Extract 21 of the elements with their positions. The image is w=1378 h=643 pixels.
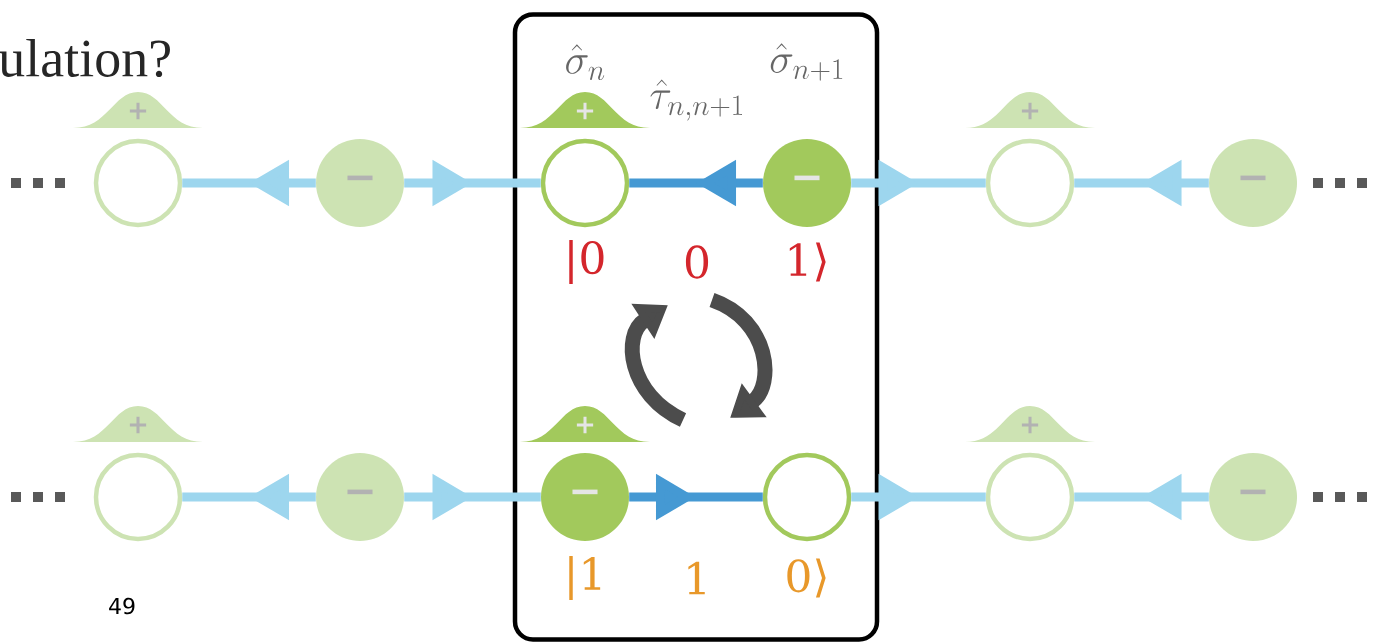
operator-label: $\hat{\sigma}_{n+1}$: [770, 43, 843, 81]
gaussian-bump: +: [73, 406, 203, 442]
gaussian-bump: +: [965, 92, 1095, 128]
empty-circle: [540, 138, 630, 228]
empty-circle: [762, 452, 852, 542]
ket-label: 1: [688, 561, 705, 595]
empty-circle: [93, 452, 183, 542]
empty-circle: [985, 138, 1075, 228]
gaussian-bump: +: [520, 406, 650, 442]
operator-label: $\hat{\tau}_{n,n+1}$: [650, 79, 742, 121]
gaussian-bump: +: [965, 406, 1095, 442]
empty-circle: [93, 138, 183, 228]
ket-label: 0: [685, 245, 709, 279]
ket-label: |0: [569, 240, 604, 284]
page-number: 49: [109, 597, 135, 615]
gaussian-bump: +: [73, 92, 203, 128]
gaussian-bump: +: [520, 92, 650, 128]
ket-label: |1: [569, 556, 601, 600]
operator-label: $\hat{\sigma}_{n}$: [566, 44, 605, 81]
empty-circle: [985, 452, 1075, 542]
frame-box: [512, 12, 880, 642]
